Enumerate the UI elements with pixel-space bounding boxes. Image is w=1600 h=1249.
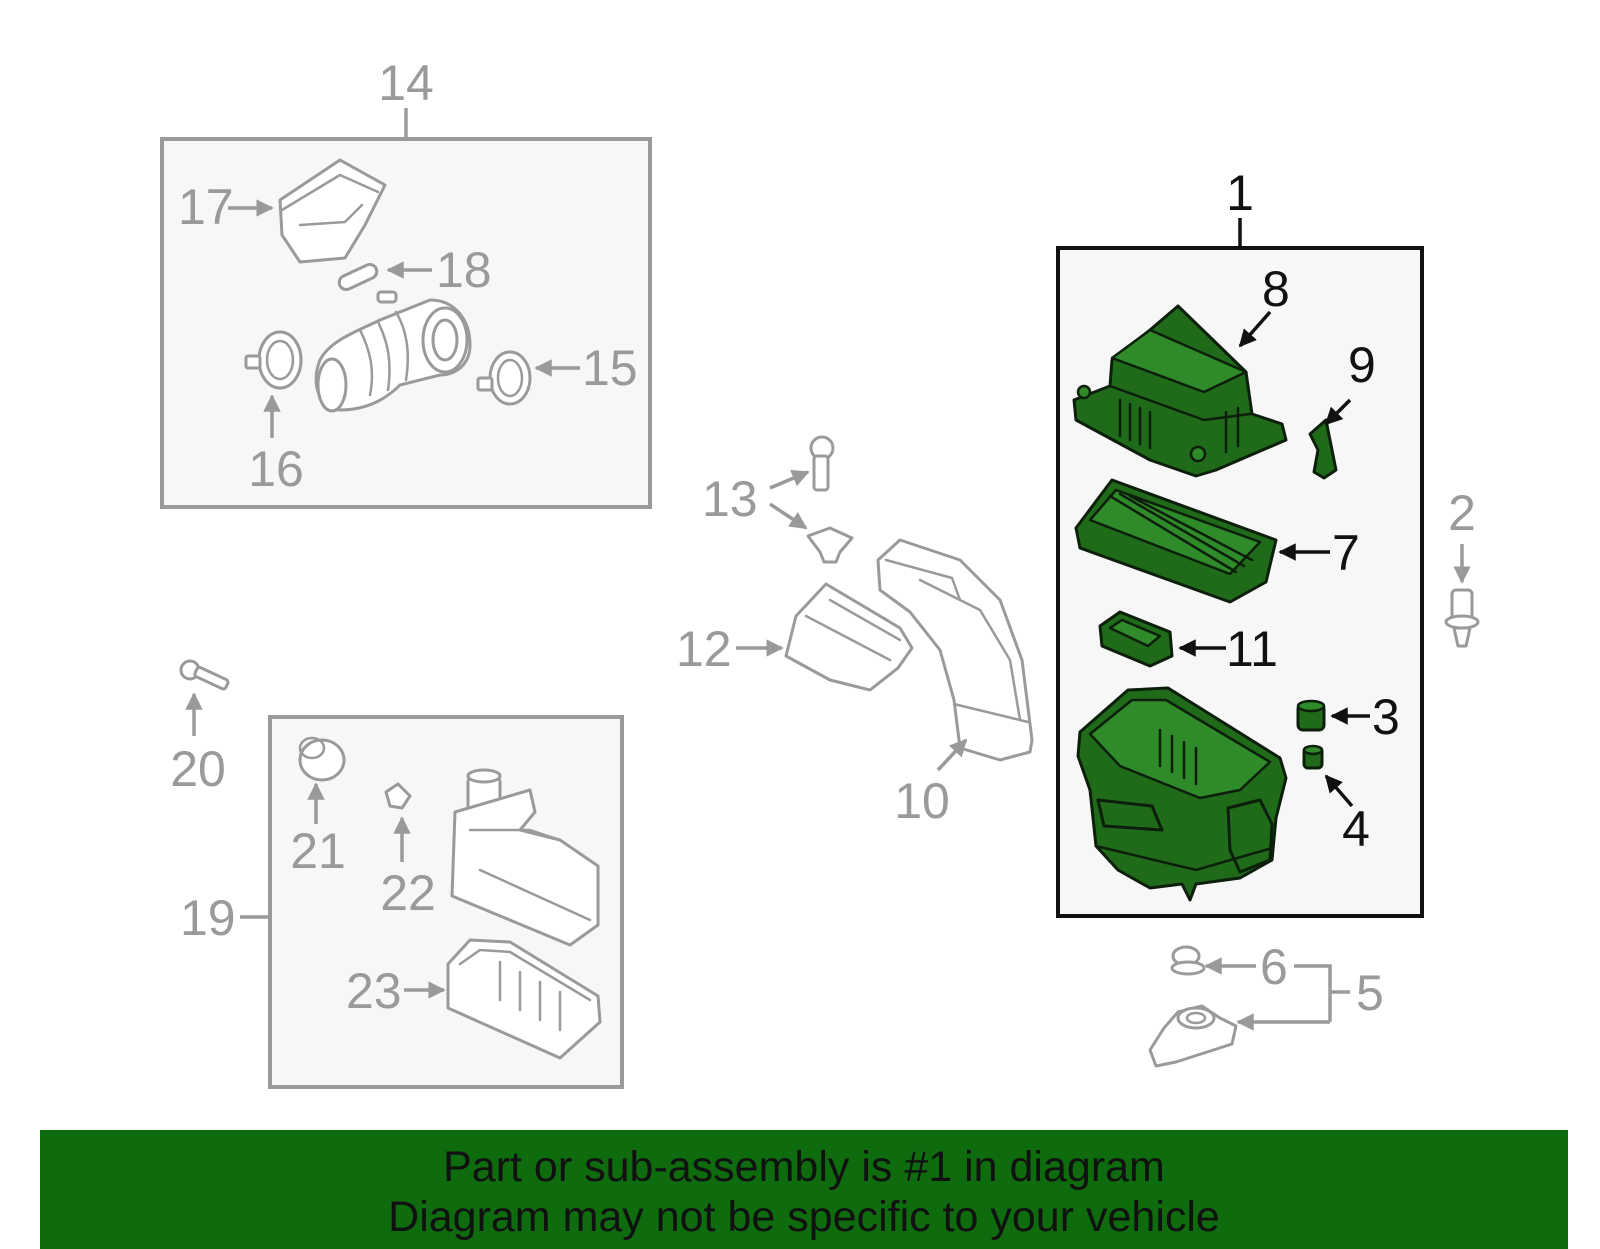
part-5-bracket[interactable] [1148,1004,1238,1068]
part-8-upper-cover[interactable] [1072,304,1288,478]
part-3-grommet[interactable] [1296,699,1326,732]
part-6-grommet[interactable] [1170,945,1206,976]
notice-banner: Part or sub-assembly is #1 in diagram Di… [40,1130,1568,1249]
part-18-gasket[interactable] [337,262,379,292]
part-14-intake-hose[interactable] [314,290,472,413]
callout-10[interactable]: 10 [894,773,950,829]
group-19-resonator: 19 21 22 23 [180,715,624,1089]
callout-16[interactable]: 16 [248,441,304,497]
callout-19[interactable]: 19 [180,890,236,946]
callout-22[interactable]: 22 [380,865,436,921]
part-10-air-duct[interactable] [876,538,1034,762]
part-15-clamp[interactable] [476,350,532,406]
group-1-air-cleaner: 1 8 9 [1056,165,1424,918]
callout-14[interactable]: 14 [378,55,434,111]
callout-12[interactable]: 12 [676,621,732,677]
callout-20[interactable]: 20 [170,741,226,797]
callout-9[interactable]: 9 [1348,337,1376,393]
part-20-bolt[interactable] [179,659,230,691]
notice-line-1: Part or sub-assembly is #1 in diagram [443,1143,1165,1191]
callout-5[interactable]: 5 [1356,965,1384,1021]
callout-4[interactable]: 4 [1342,801,1370,857]
part-12-duct-bracket[interactable] [784,582,914,692]
callout-1[interactable]: 1 [1226,165,1254,221]
part-11-seal[interactable] [1098,610,1174,668]
callout-17[interactable]: 17 [178,179,234,235]
part-4-grommet[interactable] [1302,744,1324,770]
callout-7[interactable]: 7 [1332,525,1360,581]
part-1-lower-case[interactable] [1076,686,1288,902]
callout-8[interactable]: 8 [1262,261,1290,317]
callout-11[interactable]: 11 [1226,621,1278,677]
callout-2[interactable]: 2 [1448,485,1476,541]
notice-line-2: Diagram may not be specific to your vehi… [388,1193,1220,1241]
part-17-resonator[interactable] [278,158,387,264]
group-14-intake-hose: 14 17 18 [160,55,652,509]
part-7-filter-element[interactable] [1074,478,1278,604]
callout-3[interactable]: 3 [1372,689,1400,745]
part-22-insert[interactable] [384,782,412,810]
part-2-clip[interactable] [1444,588,1480,648]
callout-23[interactable]: 23 [346,963,402,1019]
callout-13[interactable]: 13 [702,471,758,527]
part-21-grommet[interactable] [298,736,346,782]
callout-18[interactable]: 18 [436,242,492,298]
part-13-bolt-clip[interactable] [806,435,854,564]
callout-21[interactable]: 21 [290,823,346,879]
callout-6[interactable]: 6 [1260,939,1288,995]
part-23-resonator-lower[interactable] [446,938,602,1060]
part-16-clamp[interactable] [244,330,303,390]
callout-15[interactable]: 15 [582,340,638,396]
part-19-resonator-upper[interactable] [450,768,600,947]
